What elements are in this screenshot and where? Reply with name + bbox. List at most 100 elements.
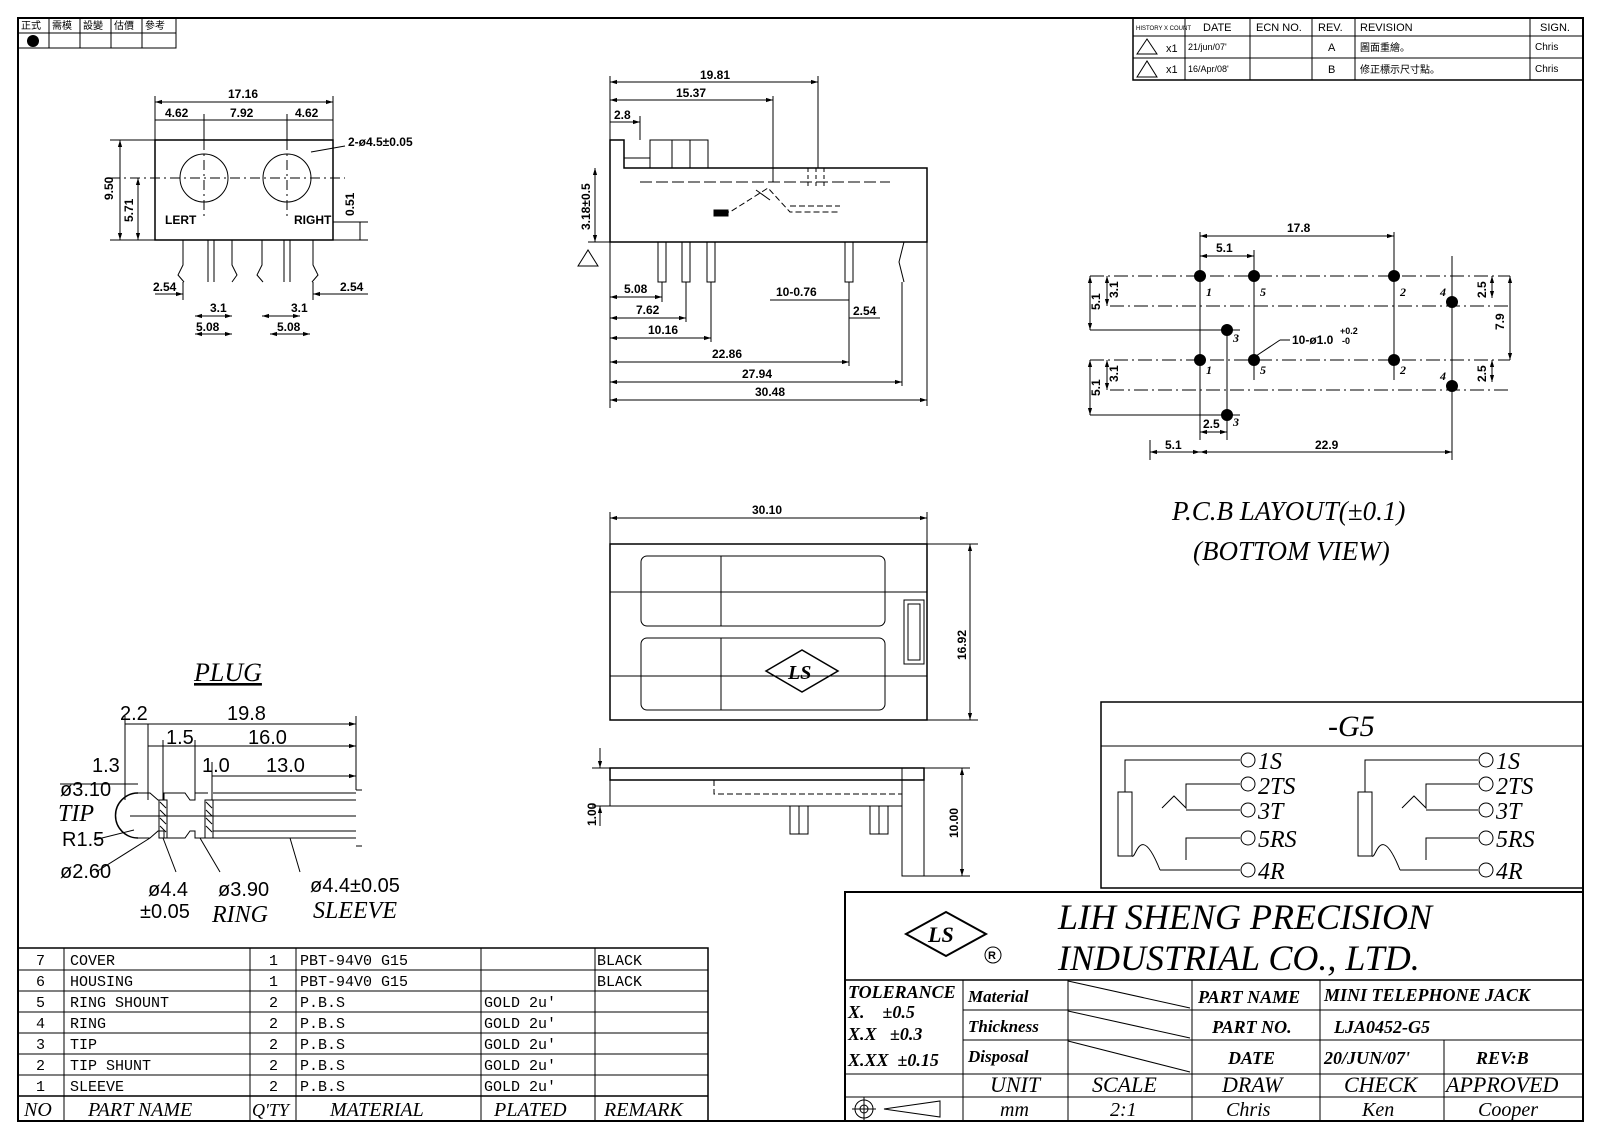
dim-2-8: 2.8	[614, 108, 631, 122]
sheet-border	[17, 17, 1584, 1122]
hist-header-count: HISTORY X COUNT	[1136, 26, 1191, 32]
approval-cell-1: 正式	[21, 19, 41, 32]
pcb-pin-1-top: 1	[1206, 285, 1212, 299]
bom-row-4-material: P.B.S	[300, 1016, 345, 1033]
pcb-pin-4-top: 4	[1439, 285, 1446, 299]
plug-dim-1-0: 1.0	[202, 755, 230, 777]
dim-4-62-right: 4.62	[295, 106, 319, 120]
part-no-label: PART NO.	[1211, 1017, 1292, 1037]
bom-row-4-name: RING	[70, 1016, 106, 1033]
rev-a-triangle-icon	[1136, 38, 1158, 55]
bom-row-6-no: 6	[36, 974, 45, 991]
dim-3-1-right: 3.1	[291, 301, 308, 315]
top-view	[609, 512, 978, 721]
plug-drawing	[60, 716, 362, 873]
hist-header-rev: REV.	[1318, 22, 1343, 34]
bom-row-6-remark: BLACK	[597, 974, 642, 991]
bom-row-3-qty: 2	[269, 1037, 278, 1054]
pcb-hole-tol-down: -0	[1342, 336, 1350, 346]
left-pin-4r: 4R	[1258, 859, 1285, 885]
plug-dim-16-0: 16.0	[248, 727, 287, 749]
rev-b-triangle-icon	[1136, 60, 1158, 78]
bom-text: 7 COVER 1 PBT-94V0 G15 BLACK 6 HOUSING 1…	[23, 953, 685, 1121]
pcb-layout-title: P.C.B LAYOUT(±0.1)	[1171, 496, 1405, 526]
part-name-label: PART NAME	[1197, 987, 1300, 1007]
plug-tip-label: TIP	[58, 801, 94, 827]
plug-dim-dia-4-4: ø4.4	[148, 879, 188, 901]
unit-label: UNIT	[990, 1072, 1042, 1097]
dim-3-1-left: 3.1	[210, 301, 227, 315]
plug-dim-sleeve: ø4.4±0.05	[310, 875, 400, 897]
disposal-label: Disposal	[967, 1047, 1029, 1066]
bom-row-1-qty: 2	[269, 1079, 278, 1096]
revision-value: REV:B	[1475, 1048, 1529, 1068]
bom-row-6-name: HOUSING	[70, 974, 133, 991]
bom-row-5-material: P.B.S	[300, 995, 345, 1012]
pcb-pin-3-bottom: 3	[1232, 415, 1239, 429]
plug-title: PLUG	[193, 658, 262, 687]
bom-row-7-material: PBT-94V0 G15	[300, 953, 408, 970]
date-label: DATE	[1227, 1048, 1275, 1068]
bom-row-1-plated: GOLD 2u'	[484, 1079, 556, 1096]
pcb-dim-5-1-top: 5.1	[1216, 241, 1233, 255]
bom-row-1-no: 1	[36, 1079, 45, 1096]
left-channel-label: LERT	[165, 213, 197, 227]
bom-row-5-name: RING SHOUNT	[70, 995, 169, 1012]
tolerance-label: TOLERANCE	[848, 982, 956, 1002]
dim-10-0-76: 10-0.76	[776, 285, 817, 299]
bom-table	[17, 947, 709, 1122]
dim-9-50: 9.50	[102, 176, 116, 200]
title-block	[844, 891, 1584, 1122]
approval-strip: 正式 需模 設變 估價 參考	[17, 17, 177, 49]
part-no-value: LJA0452-G5	[1333, 1017, 1430, 1037]
hist-row2-rev: B	[1328, 64, 1335, 76]
bom-row-1-material: P.B.S	[300, 1079, 345, 1096]
dim-7-92: 7.92	[230, 106, 254, 120]
plug-dim-dia-2-60: ø2.60	[60, 861, 111, 883]
bom-row-4-qty: 2	[269, 1016, 278, 1033]
dim-hole: 2-ø4.5±0.05	[348, 135, 413, 149]
right-pin-5rs: 5RS	[1496, 827, 1535, 853]
pcb-dim-22-9: 22.9	[1315, 438, 1339, 452]
bom-header-qty: Q'TY	[252, 1100, 291, 1120]
hist-header-date: DATE	[1203, 22, 1232, 34]
pcb-dim-5-1-a: 5.1	[1089, 293, 1103, 310]
hist-row1-rev: A	[1328, 42, 1336, 54]
dim-2-54-left: 2.54	[153, 280, 177, 294]
bom-row-2-plated: GOLD 2u'	[484, 1058, 556, 1075]
dim-30-10: 30.10	[752, 503, 782, 517]
dim-7-62: 7.62	[636, 303, 660, 317]
plug-ring-label: RING	[211, 902, 268, 928]
hist-header-revision: REVISION	[1360, 22, 1413, 34]
plug-sleeve-label: SLEEVE	[313, 898, 397, 924]
pcb-pin-1-bottom: 1	[1206, 363, 1212, 377]
pcb-dim-2-5-a: 2.5	[1475, 281, 1489, 298]
left-pin-1s: 1S	[1258, 749, 1282, 775]
bom-header-plated: PLATED	[493, 1099, 567, 1121]
pcb-dim-2-5-b: 2.5	[1475, 365, 1489, 382]
scale-value: 2:1	[1110, 1099, 1137, 1121]
dim-2-54-right: 2.54	[340, 280, 364, 294]
approval-cell-2: 需模	[52, 20, 72, 32]
pcb-layout	[1087, 232, 1513, 460]
check-label: CHECK	[1344, 1072, 1419, 1097]
plug-dim-19-8: 19.8	[227, 703, 266, 725]
dim-0-51: 0.51	[343, 192, 357, 216]
approved-label: APPROVED	[1444, 1072, 1559, 1097]
side-view-labels: 19.81 15.37 2.8 3.18±0.5 5.08 7.62 10.16…	[579, 68, 877, 399]
tolerance-xx: X.X ±0.3	[847, 1024, 922, 1044]
revision-history-table: HISTORY X COUNT DATE ECN NO. REV. REVISI…	[1132, 17, 1584, 81]
dim-27-94: 27.94	[742, 367, 772, 381]
pcb-layout-subtitle: (BOTTOM VIEW)	[1193, 536, 1390, 566]
bom-row-2-qty: 2	[269, 1058, 278, 1075]
dim-15-37: 15.37	[676, 86, 706, 100]
plug-dim-13-0: 13.0	[266, 755, 305, 777]
dim-5-08: 5.08	[624, 282, 648, 296]
company-name-line2: INDUSTRIAL CO., LTD.	[1057, 938, 1420, 978]
schematic-box	[1100, 701, 1584, 889]
pcb-pin-5-bottom: 5	[1260, 363, 1266, 377]
company-logo: LS	[927, 922, 954, 947]
pcb-dim-3-1-a: 3.1	[1107, 281, 1121, 298]
side-view	[577, 76, 928, 408]
